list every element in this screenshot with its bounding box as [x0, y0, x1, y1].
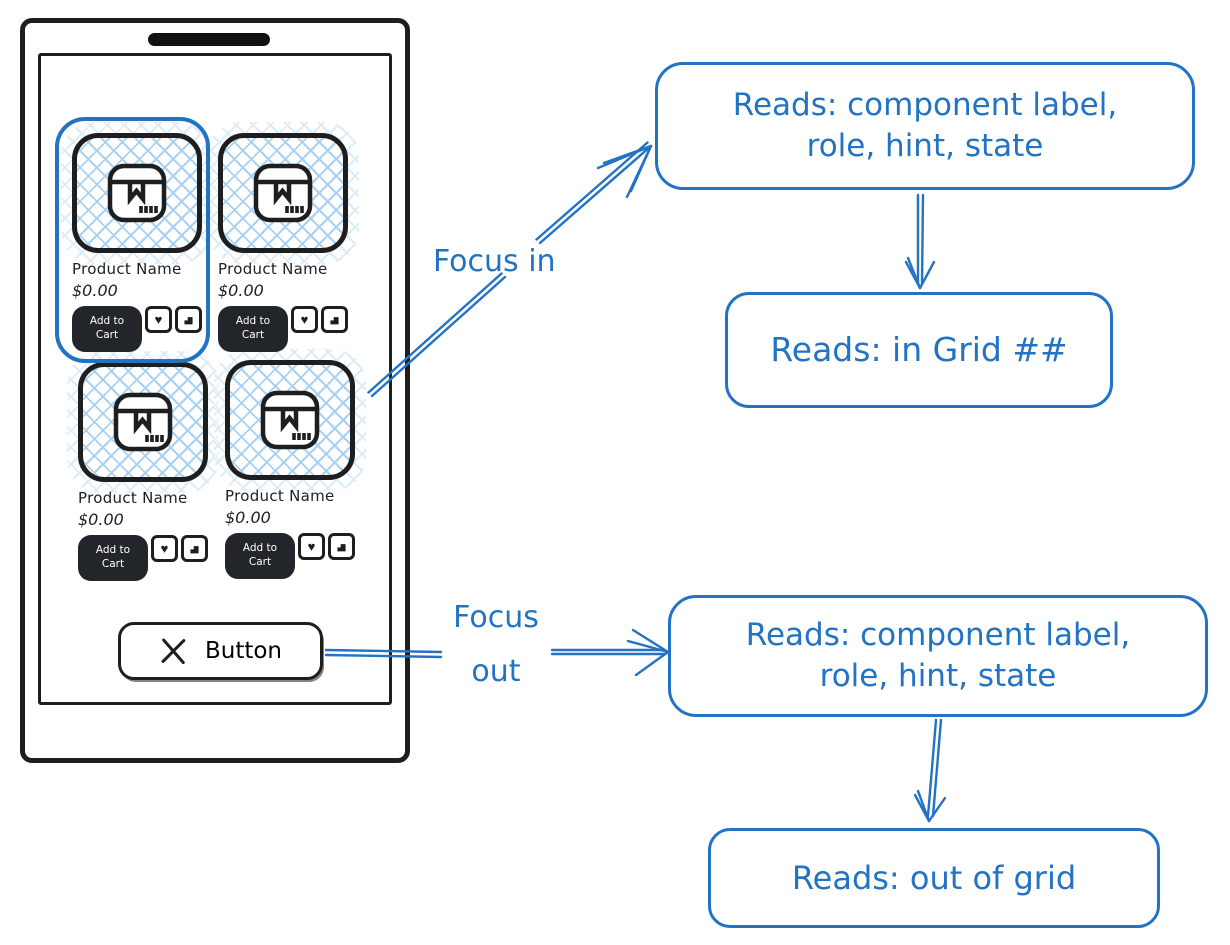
- product-image: [225, 360, 355, 480]
- product-card[interactable]: Product Name $0.00 Add to Cart ♥: [207, 122, 359, 352]
- add-to-cart-button[interactable]: Add to Cart: [225, 533, 295, 579]
- add-to-cart-button[interactable]: Add to Cart: [72, 306, 142, 352]
- reads-in-grid-text: Reads: in Grid ##: [770, 330, 1068, 370]
- product-card[interactable]: Product Name $0.00 Add to Cart ♥: [67, 351, 219, 581]
- add-to-cart-button[interactable]: Add to Cart: [78, 535, 148, 581]
- reads-top-box: Reads: component label, role, hint, stat…: [655, 62, 1195, 190]
- package-icon: [253, 163, 313, 223]
- close-button[interactable]: Button: [118, 622, 323, 680]
- focus-out-label: Focus out: [438, 602, 554, 687]
- add-to-cart-button[interactable]: Add to Cart: [218, 306, 288, 352]
- stats-button[interactable]: [181, 535, 208, 562]
- reads-bottom-to-out-arrow: [913, 718, 947, 823]
- product-name: Product Name: [72, 260, 182, 278]
- phone-frame: Product Name $0.00 Add to Cart ♥: [20, 18, 410, 763]
- stats-button[interactable]: [321, 306, 348, 333]
- reads-bottom-line1: Reads: component label,: [745, 617, 1131, 654]
- stats-icon: [190, 546, 199, 554]
- favorite-button[interactable]: ♥: [145, 306, 172, 333]
- reads-out-grid-box: Reads: out of grid: [708, 828, 1160, 928]
- product-price: $0.00: [218, 281, 264, 300]
- product-price: $0.00: [225, 508, 271, 527]
- product-name: Product Name: [78, 489, 188, 507]
- reads-bottom-box: Reads: component label, role, hint, stat…: [668, 595, 1208, 717]
- package-icon: [260, 390, 320, 450]
- product-name: Product Name: [225, 487, 335, 505]
- heart-icon: ♥: [154, 312, 163, 327]
- reads-in-grid-box: Reads: in Grid ##: [725, 292, 1113, 408]
- stats-button[interactable]: [175, 306, 202, 333]
- reads-top-line1: Reads: component label,: [732, 87, 1118, 124]
- stats-icon: [184, 317, 193, 325]
- reads-out-grid-text: Reads: out of grid: [791, 858, 1077, 897]
- stats-button[interactable]: [328, 533, 355, 560]
- heart-icon: ♥: [300, 312, 309, 327]
- product-image: [78, 362, 208, 482]
- close-button-label: Button: [204, 638, 283, 664]
- product-price: $0.00: [78, 510, 124, 529]
- focus-in-label: Focus in: [433, 244, 556, 279]
- product-price: $0.00: [72, 281, 118, 300]
- favorite-button[interactable]: ♥: [151, 535, 178, 562]
- stats-icon: [330, 317, 339, 325]
- speaker-bar: [148, 33, 270, 46]
- product-card[interactable]: Product Name $0.00 Add to Cart ♥: [214, 349, 366, 579]
- x-icon: [161, 638, 186, 665]
- focus-out-label-line1: Focus: [453, 600, 539, 635]
- product-name: Product Name: [218, 260, 328, 278]
- focus-out-label-line2: out: [471, 653, 521, 689]
- phone-screen: Product Name $0.00 Add to Cart ♥: [38, 53, 392, 705]
- heart-icon: ♥: [160, 541, 169, 556]
- favorite-button[interactable]: ♥: [298, 533, 325, 560]
- stats-icon: [337, 544, 346, 552]
- reads-bottom-line2: role, hint, state: [819, 658, 1057, 694]
- package-icon: [113, 392, 173, 452]
- favorite-button[interactable]: ♥: [291, 306, 318, 333]
- product-image: [72, 133, 202, 253]
- reads-top-to-grid-arrow: [904, 193, 936, 290]
- product-image: [218, 133, 348, 253]
- package-icon: [107, 163, 167, 223]
- reads-top-line2: role, hint, state: [806, 128, 1044, 164]
- product-card[interactable]: Product Name $0.00 Add to Cart ♥: [61, 122, 213, 352]
- heart-icon: ♥: [307, 539, 316, 554]
